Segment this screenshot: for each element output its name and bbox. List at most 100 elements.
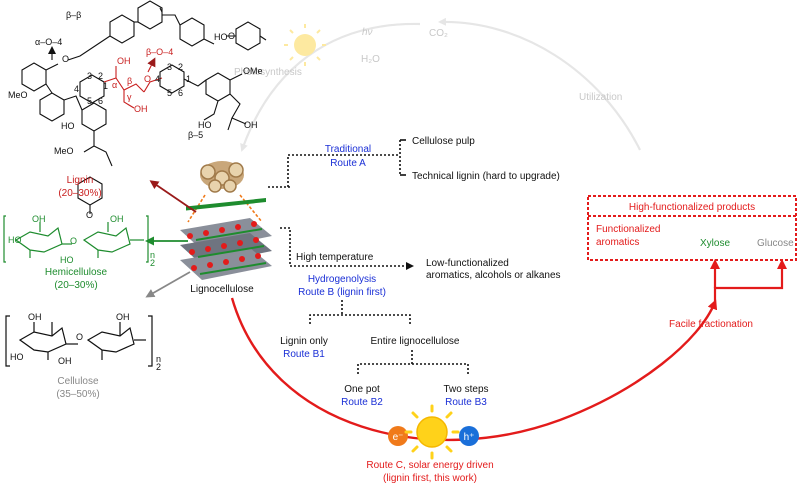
- svg-text:α–O–4: α–O–4: [35, 37, 62, 47]
- lignocellulose-label: Lignocellulose: [190, 284, 254, 295]
- svg-text:β–O–4: β–O–4: [146, 47, 173, 57]
- lignin-label: Lignin: [67, 175, 94, 186]
- faded-sun-icon: [284, 24, 326, 66]
- route-c: e⁻ h⁺ Route C, solar energy driven (lign…: [230, 297, 718, 484]
- lignin-labels: β–β α–O–4 β–O–4 β–5 HO HO HO OH OH OH Me…: [8, 10, 263, 220]
- route-b: High temperature Hydrogenolysis Route B …: [280, 227, 561, 408]
- svg-text:OH: OH: [134, 104, 148, 114]
- svg-text:O: O: [144, 74, 151, 84]
- route-a: Traditional Route A Cellulose pulp Techn…: [268, 136, 560, 188]
- svg-text:5: 5: [87, 96, 92, 106]
- entire-lignocellulose-label: Entire lignocellulose: [371, 336, 460, 347]
- hole-icon: h⁺: [459, 426, 479, 446]
- svg-text:OH: OH: [110, 214, 124, 224]
- svg-text:2: 2: [98, 71, 103, 81]
- svg-text:OH: OH: [58, 356, 72, 366]
- svg-text:6: 6: [98, 96, 103, 106]
- svg-text:β–β: β–β: [66, 10, 81, 20]
- svg-text:h⁺: h⁺: [464, 432, 475, 443]
- svg-text:O: O: [76, 332, 83, 342]
- lignin-only-label: Lignin only: [280, 336, 328, 347]
- utilization-arc: [438, 17, 641, 151]
- svg-text:3: 3: [167, 62, 172, 72]
- svg-text:2: 2: [156, 362, 161, 372]
- svg-text:OH: OH: [32, 214, 46, 224]
- svg-text:O: O: [62, 54, 69, 64]
- route-a-name: Traditional: [325, 144, 371, 155]
- svg-text:HO: HO: [60, 255, 74, 265]
- svg-text:OH: OH: [244, 120, 258, 130]
- fibril-stack: [180, 198, 272, 280]
- low-functionalized-line1: Low-functionalized: [426, 258, 509, 269]
- svg-text:α: α: [112, 80, 117, 90]
- functionalized-aromatics-line2: aromatics: [596, 237, 639, 248]
- svg-text:2: 2: [178, 62, 183, 72]
- h2o-label: H₂O: [361, 54, 380, 65]
- one-pot-label: One pot: [344, 384, 380, 395]
- hv-label: hν: [362, 27, 373, 38]
- svg-text:β: β: [127, 76, 132, 86]
- svg-text:3: 3: [87, 71, 92, 81]
- electron-icon: e⁻: [388, 426, 408, 446]
- hydrogenolysis-label: Hydrogenolysis: [308, 274, 376, 285]
- svg-text:HO: HO: [61, 121, 75, 131]
- route-c-title: Route C, solar energy driven: [366, 460, 493, 471]
- svg-text:1: 1: [103, 81, 108, 91]
- utilization-label: Utilization: [579, 92, 622, 103]
- products-border: [587, 195, 797, 261]
- xylose-label: Xylose: [700, 238, 730, 249]
- products-title: High-functionalized products: [629, 202, 755, 213]
- svg-text:OH: OH: [117, 56, 131, 66]
- lignocellulose-illustration: Lignocellulose: [145, 161, 272, 298]
- svg-text:OMe: OMe: [243, 66, 263, 76]
- hemicellulose-percent: (20–30%): [54, 280, 97, 291]
- svg-text:MeO: MeO: [54, 146, 74, 156]
- sun-icon: [404, 404, 460, 460]
- cellulose-structure: [5, 315, 153, 367]
- wood-logs-icon: [200, 161, 244, 193]
- svg-text:5: 5: [167, 88, 172, 98]
- svg-text:6: 6: [178, 88, 183, 98]
- high-temperature-label: High temperature: [296, 252, 374, 263]
- lignin-percent: (20–30%): [58, 188, 101, 199]
- svg-text:n: n: [150, 250, 155, 260]
- route-b3-label: Route B3: [445, 397, 487, 408]
- svg-text:O: O: [228, 31, 235, 41]
- cellulose-pulp-label: Cellulose pulp: [412, 136, 475, 147]
- svg-text:HO: HO: [8, 235, 22, 245]
- svg-text:e⁻: e⁻: [393, 432, 404, 443]
- svg-text:2: 2: [150, 258, 155, 268]
- svg-text:1: 1: [186, 74, 191, 84]
- svg-text:γ: γ: [127, 92, 132, 102]
- route-b1-label: Route B1: [283, 349, 325, 360]
- cellulose-percent: (35–50%): [56, 389, 99, 400]
- cellulose-labels: OH OH OH HO O n 2: [10, 312, 161, 372]
- photosynthesis-arc: [240, 22, 421, 152]
- technical-lignin-label: Technical lignin (hard to upgrade): [412, 171, 560, 182]
- two-steps-label: Two steps: [443, 384, 488, 395]
- hemicellulose-labels: HO HO OH OH O n 2: [8, 214, 155, 268]
- cellulose-label: Cellulose: [57, 376, 99, 387]
- svg-text:OH: OH: [28, 312, 42, 322]
- svg-text:4: 4: [74, 84, 79, 94]
- co2-label: CO₂: [429, 28, 448, 39]
- photosynthesis-label: Photosynthesis: [234, 67, 302, 78]
- route-b2-label: Route B2: [341, 397, 383, 408]
- svg-text:HO: HO: [10, 352, 24, 362]
- svg-text:4: 4: [155, 74, 160, 84]
- svg-text:n: n: [156, 354, 161, 364]
- svg-text:O: O: [86, 210, 93, 220]
- svg-text:β–5: β–5: [188, 130, 203, 140]
- svg-text:HO: HO: [198, 120, 212, 130]
- route-a-label: Route A: [330, 158, 366, 169]
- svg-text:OH: OH: [116, 312, 130, 322]
- svg-text:O: O: [70, 236, 77, 246]
- hemicellulose-structure: [3, 215, 149, 263]
- route-c-subtitle: (lignin first, this work): [383, 473, 477, 484]
- route-c-arc: [230, 297, 718, 442]
- carbon-cycle: Photosynthesis hν H₂O CO₂ Utilization: [234, 17, 641, 152]
- facile-fractionation-label: Facile fractionation: [669, 319, 753, 330]
- route-b-label: Route B (lignin first): [298, 287, 386, 298]
